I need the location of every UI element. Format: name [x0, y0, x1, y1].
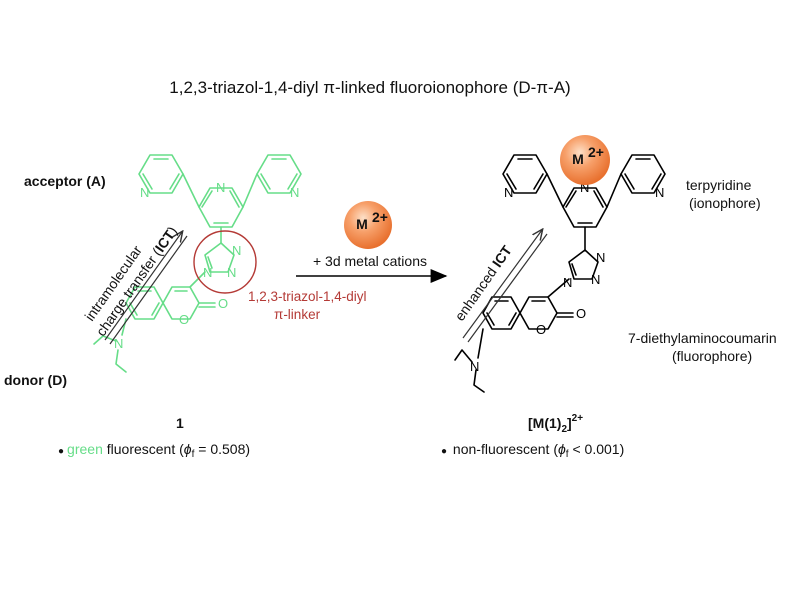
- atom-n: N: [232, 243, 241, 258]
- atom-n: N: [655, 185, 664, 200]
- acceptor-label: acceptor (A): [24, 173, 106, 189]
- atom-o: O: [218, 296, 228, 311]
- atom-n: N: [114, 336, 123, 351]
- fluorescence-note: ●green fluorescent (ϕf = 0.508): [58, 441, 250, 460]
- atom-n: N: [591, 272, 600, 287]
- nonfluorescence-note: ● non-fluorescent (ϕf < 0.001): [441, 441, 624, 460]
- metal-ion-ball-arrow: M 2+: [344, 201, 392, 249]
- reagent-label: + 3d metal cations: [313, 253, 427, 269]
- compound-1-atoms: N N N N N N O O N: [114, 180, 299, 351]
- linker-label-line2: π-linker: [274, 307, 321, 322]
- atom-n: N: [504, 185, 513, 200]
- linker-highlight-circle: [193, 230, 257, 294]
- ict-label: intramolecular charge transfer (ICT): [81, 223, 180, 339]
- compound-1-structure: [93, 154, 302, 373]
- linker-label-line1: 1,2,3-triazol-1,4-diyl: [248, 289, 367, 304]
- complex-atoms: N N N N N N O O N: [470, 180, 664, 374]
- page-title: 1,2,3-triazol-1,4-diyl π-linked fluoroio…: [169, 78, 570, 97]
- atom-o: O: [576, 306, 586, 321]
- ionophore-label: (ionophore): [689, 195, 761, 211]
- atom-n: N: [227, 265, 236, 280]
- metal-ion-ball-complex: M 2+: [560, 135, 610, 185]
- complex-formula: [M(1)2]2+: [528, 413, 583, 435]
- atom-n: N: [596, 250, 605, 265]
- terpyridine-label: terpyridine: [686, 177, 752, 193]
- atom-o: O: [536, 322, 546, 337]
- coumarin-label: 7-diethylaminocoumarin: [628, 330, 777, 346]
- svg-text:M: M: [356, 216, 368, 232]
- atom-n: N: [470, 359, 479, 374]
- svg-text:M: M: [572, 151, 584, 167]
- atom-n: N: [216, 180, 225, 195]
- atom-o: O: [179, 312, 189, 327]
- atom-n: N: [203, 265, 212, 280]
- atom-n: N: [580, 180, 589, 195]
- ict-arrow: [104, 232, 188, 345]
- svg-text:2+: 2+: [372, 209, 388, 225]
- atom-n: N: [290, 185, 299, 200]
- enhanced-ict-arrow: [462, 230, 548, 343]
- atom-n: N: [563, 275, 572, 290]
- fluorophore-label: (fluorophore): [672, 348, 752, 364]
- atom-n: N: [140, 185, 149, 200]
- compound-number: 1: [176, 415, 184, 431]
- svg-text:2+: 2+: [588, 144, 604, 160]
- complex-structure: [454, 154, 666, 393]
- donor-label: donor (D): [4, 372, 67, 388]
